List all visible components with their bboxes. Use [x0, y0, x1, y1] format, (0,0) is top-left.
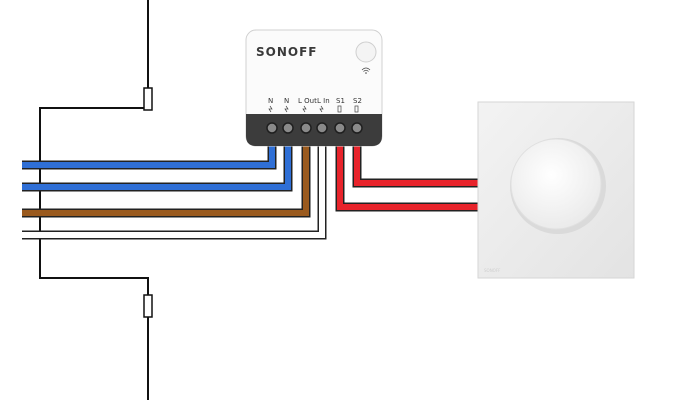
terminal-screw-s2: [351, 122, 363, 134]
pairing-button[interactable]: [355, 41, 377, 63]
terminal-label-n2: N: [284, 97, 289, 105]
terminal-screw-lout: [300, 122, 312, 134]
neutral-wire-1: [22, 130, 277, 170]
wall-switch: SONOFF: [477, 101, 635, 279]
terminal-label-lout: L Out: [298, 97, 317, 105]
wifi-icon: [361, 67, 371, 74]
sonoff-module: SONOFF N N L Out L In S1 S2: [245, 29, 383, 147]
terminal-symbols: [268, 105, 359, 113]
wall-line-top: [39, 0, 149, 400]
module-terminal-block: [246, 114, 382, 146]
terminal-screws: [266, 122, 363, 134]
terminal-label-lin: L In: [317, 97, 330, 105]
wall-outline: [39, 0, 153, 400]
terminal-screw-s1: [334, 122, 346, 134]
wires: [22, 130, 478, 240]
terminal-screw-n1: [266, 122, 278, 134]
module-brand: SONOFF: [256, 45, 317, 59]
terminal-screw-n2: [282, 122, 294, 134]
terminal-screw-lin: [316, 122, 328, 134]
wall-bracket-bottom: [143, 294, 153, 318]
terminal-label-s1: S1: [336, 97, 345, 105]
wall-bracket-top: [143, 87, 153, 111]
terminal-label-s2: S2: [353, 97, 362, 105]
terminal-label-n1: N: [268, 97, 273, 105]
rotary-knob[interactable]: [510, 138, 602, 230]
switch-plate-brand: SONOFF: [484, 268, 501, 273]
